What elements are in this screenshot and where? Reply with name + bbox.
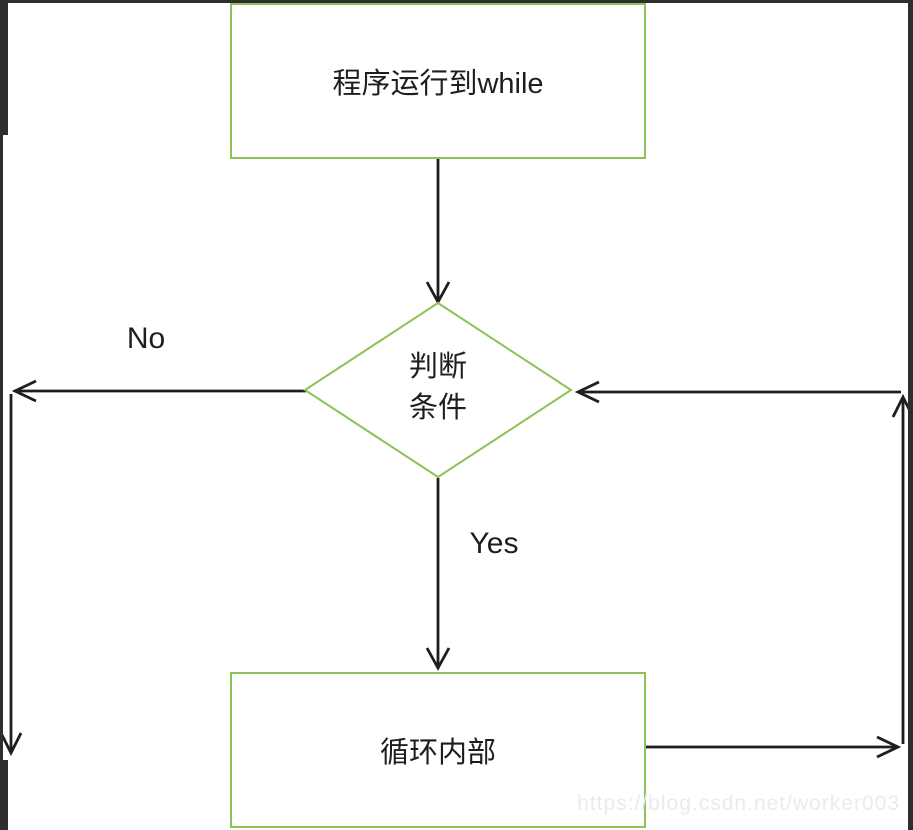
edge-label-yes: Yes: [469, 527, 519, 560]
edge-condition-yes: [425, 478, 451, 671]
start-node: 程序运行到while: [230, 3, 646, 159]
start-node-label: 程序运行到while: [332, 68, 544, 100]
loop-body-node-label: 循环内部: [379, 737, 496, 769]
edge-start-to-condition: [425, 159, 451, 305]
window-edge-left: [0, 0, 8, 135]
arrowhead-left-icon: [11, 379, 37, 403]
window-edge-right: [908, 0, 913, 830]
condition-node-label: 判断 条件: [408, 351, 467, 424]
edge-label-no: No: [126, 322, 166, 355]
condition-diamond-shape: [303, 301, 573, 479]
arrowhead-down-icon: [0, 732, 23, 757]
window-edge-left: [0, 760, 8, 830]
window-edge-top: [0, 0, 913, 3]
watermark: https://blog.csdn.net/worker003: [577, 792, 900, 815]
edge-loop-back: [574, 380, 913, 759]
arrowhead-left-icon: [574, 380, 600, 404]
window-edge-left: [0, 135, 3, 760]
arrowhead-down-icon: [425, 647, 451, 671]
arrowhead-right-icon: [876, 735, 902, 759]
edge-condition-no: [0, 379, 306, 757]
loop-body-node: 循环内部: [230, 672, 646, 828]
